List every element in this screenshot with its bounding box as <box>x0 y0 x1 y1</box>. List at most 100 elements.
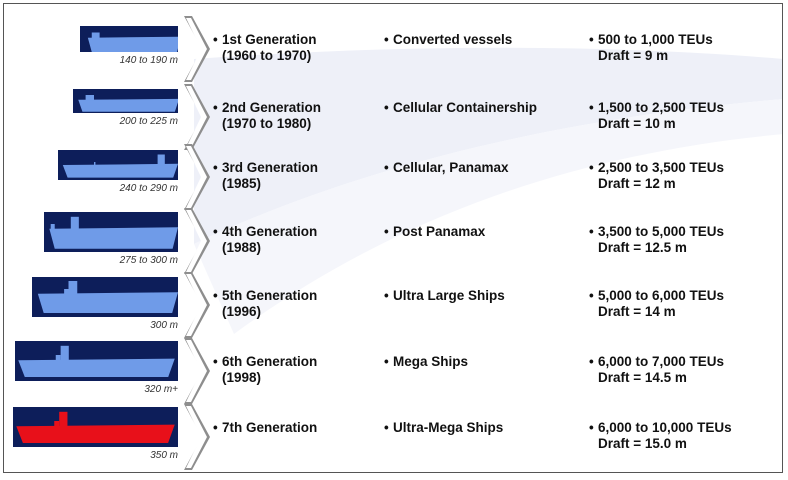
chevron-arrow-icon <box>184 84 210 150</box>
ship-illustration <box>15 341 178 381</box>
capacity-cell: • 6,000 to 10,000 TEUs Draft = 15.0 m <box>589 420 732 452</box>
ship-hull <box>18 358 175 377</box>
generation-cell: •3rd Generation (1985) <box>213 160 318 192</box>
ship-length: 140 to 190 m <box>119 55 178 66</box>
draft: Draft = 12.5 m <box>598 240 687 255</box>
ship-type: Ultra Large Ships <box>393 288 505 303</box>
capacity-cell: •5,000 to 6,000 TEUs Draft = 14 m <box>589 288 724 320</box>
ship-illustration <box>13 407 178 447</box>
ship-length: 300 m <box>150 320 178 331</box>
ship-type: Converted vessels <box>393 32 513 47</box>
generation-cell: • 2nd Generation (1970 to 1980) <box>213 100 321 132</box>
generation-name: 5th Generation <box>222 288 318 303</box>
generation-row-1: 140 to 190 m • 1st Generation (1960 to 19… <box>4 16 782 82</box>
type-cell: • Converted vessels <box>384 32 512 48</box>
generation-row-5: 300 m • 5th Generation (1996) • Ultra Larg… <box>4 272 782 338</box>
type-cell: •Cellular Containership <box>384 100 537 116</box>
type-cell: •Post Panamax <box>384 224 485 240</box>
ship-type: Post Panamax <box>393 224 486 239</box>
generation-years: (1970 to 1980) <box>222 116 312 131</box>
generation-years: (1988) <box>222 240 262 255</box>
bullet: • <box>213 160 218 175</box>
chevron-arrow-icon <box>184 144 210 210</box>
capacity-cell: •3,500 to 5,000 TEUs Draft = 12.5 m <box>589 224 724 256</box>
generation-row-7: 350 m •7th Generation •Ultra-Mega Ships … <box>4 404 782 470</box>
ship-hull <box>62 163 178 178</box>
bullet: • <box>589 288 594 303</box>
generation-name: 2nd Generation <box>222 100 322 115</box>
generation-cell: •4th Generation (1988) <box>213 224 317 256</box>
ship-length: 200 to 225 m <box>119 116 178 127</box>
capacity-cell: •500 to 1,000 TEUs Draft = 9 m <box>589 32 713 64</box>
type-cell: •Mega Ships <box>384 354 468 370</box>
generation-name: 6th Generation <box>222 354 318 369</box>
ship-type: Cellular Containership <box>393 100 538 115</box>
bullet: • <box>589 32 594 47</box>
bullet: • <box>589 354 594 369</box>
generation-years: (1960 to 1970) <box>222 48 312 63</box>
generation-years: (1996) <box>222 304 262 319</box>
bullet: • <box>589 100 594 115</box>
ship-bridge <box>85 95 94 101</box>
ship-stack <box>94 162 96 166</box>
ship-3-icon <box>62 154 178 178</box>
ship-4-icon <box>49 216 178 249</box>
chevron-arrow-icon <box>184 338 210 404</box>
ship-bridge <box>157 154 165 166</box>
type-cell: • Ultra Large Ships <box>384 288 505 304</box>
ship-bridge <box>68 281 78 295</box>
generation-cell: • 7th Generation <box>213 420 317 436</box>
diagram-frame: 140 to 190 m • 1st Generation (1960 to 19… <box>3 3 783 473</box>
ship-hull <box>49 227 178 249</box>
draft: Draft = 10 m <box>598 116 676 131</box>
generation-years: (1998) <box>222 370 262 385</box>
ship-type: Mega Ships <box>393 354 469 369</box>
bullet: • <box>589 160 594 175</box>
generation-row-6: 320 m+ • 6th Generation (1998) •Mega Ship… <box>4 338 782 404</box>
ship-hull <box>78 98 178 112</box>
type-cell: • Cellular, Panamax <box>384 160 509 176</box>
capacity: 2,500 to 3,500 TEUs <box>598 160 725 175</box>
chevron-arrow-icon <box>184 16 210 82</box>
ship-bridge <box>70 216 79 230</box>
generation-name: 3rd Generation <box>222 160 319 175</box>
generation-name: 1st Generation <box>222 32 317 47</box>
background-swoosh <box>194 47 782 334</box>
draft: Draft = 15.0 m <box>598 436 687 451</box>
ship-length: 350 m <box>150 450 178 461</box>
ship-length: 240 to 290 m <box>119 183 178 194</box>
bullet: • <box>384 160 389 175</box>
draft: Draft = 14.5 m <box>598 370 687 385</box>
ship-hull <box>16 424 175 443</box>
ship-length: 320 m+ <box>144 384 178 395</box>
ship-illustration <box>80 26 178 52</box>
bullet: • <box>213 100 218 115</box>
bullet: • <box>213 420 218 435</box>
bullet: • <box>213 32 218 47</box>
ship-stack <box>50 224 55 230</box>
ship-bridge <box>60 345 69 361</box>
bullet: • <box>589 420 594 435</box>
bullet: • <box>384 288 389 303</box>
ship-stack <box>54 421 60 427</box>
generation-row-4: 275 to 300 m •4th Generation (1988) •Pos… <box>4 208 782 274</box>
generation-cell: • 1st Generation (1960 to 1970) <box>213 32 317 64</box>
ship-type: Cellular, Panamax <box>393 160 509 175</box>
ship-hull <box>87 36 178 52</box>
generation-row-2: 200 to 225 m • 2nd Generation (1970 to 19… <box>4 84 782 150</box>
capacity: 6,000 to 10,000 TEUs <box>598 420 732 435</box>
ship-length: 275 to 300 m <box>119 255 178 266</box>
ship-hull <box>37 292 178 313</box>
ship-5-icon <box>37 281 178 313</box>
draft: Draft = 12 m <box>598 176 676 191</box>
capacity-cell: • 2,500 to 3,500 TEUs Draft = 12 m <box>589 160 724 192</box>
ship-type: Ultra-Mega Ships <box>393 420 504 435</box>
ship-2-icon <box>78 95 178 112</box>
generation-name: 7th Generation <box>222 420 318 435</box>
capacity: 5,000 to 6,000 TEUs <box>598 288 725 303</box>
capacity: 1,500 to 2,500 TEUs <box>598 100 725 115</box>
chevron-arrow-icon <box>184 208 210 274</box>
ship-illustration <box>32 277 178 317</box>
bullet: • <box>384 32 389 47</box>
capacity: 500 to 1,000 TEUs <box>598 32 713 47</box>
